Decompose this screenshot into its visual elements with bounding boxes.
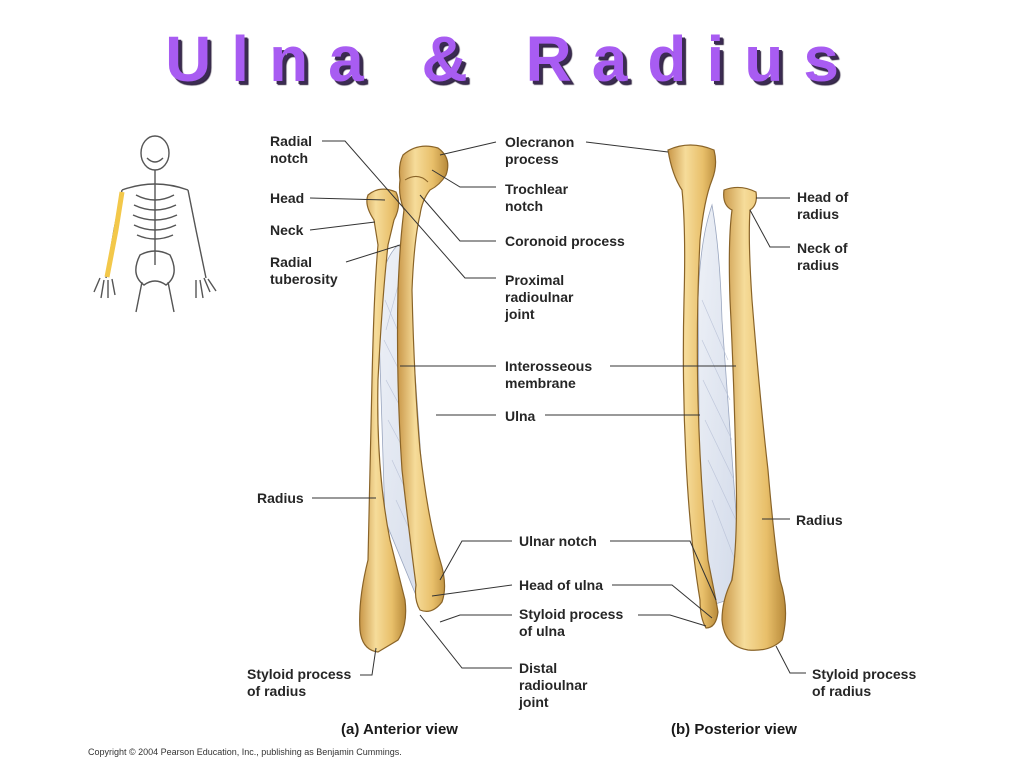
label-ulnar-notch: Ulnar notch [519,533,597,549]
label-styloid-process-ulna: Styloid process of ulna [519,606,624,639]
label-radius-posterior: Radius [796,512,843,528]
label-styloid-process-radius-posterior: Styloid process of radius [812,666,917,699]
ulna-bone-anterior [396,145,449,612]
label-olecranon-process: Olecranon process [505,134,575,167]
skeleton-icon [93,135,217,313]
label-interosseous-membrane: Interosseous membrane [505,358,593,391]
label-distal-radioulnar-joint: Distal radioulnar joint [519,660,588,710]
label-ulna: Ulna [505,408,536,424]
label-coronoid-process: Coronoid process [505,233,625,249]
label-neck: Neck [270,222,304,238]
label-styloid-process-radius-anterior: Styloid process of radius [247,666,352,699]
label-proximal-radioulnar-joint: Proximal radioulnar joint [505,272,574,322]
label-neck-of-radius: Neck of radius [797,240,848,273]
label-radial-tuberosity: Radial tuberosity [270,254,338,287]
label-head-of-ulna: Head of ulna [519,577,604,593]
page-title: Ulna & Radius [165,23,859,95]
label-radial-notch: Radial notch [270,133,313,166]
label-head: Head [270,190,305,206]
label-head-of-radius: Head of radius [797,189,849,222]
leader-lines [309,140,806,676]
label-trochlear-notch: Trochlear notch [505,181,569,214]
ulna-bone-posterior [667,144,719,629]
caption-anterior-view: (a) Anterior view [341,721,458,738]
label-radius-anterior: Radius [257,490,304,506]
radius-bone-posterior [721,186,787,651]
copyright-text: Copyright © 2004 Pearson Education, Inc.… [88,747,402,757]
caption-posterior-view: (b) Posterior view [671,721,797,738]
radius-bone-anterior [359,188,407,653]
